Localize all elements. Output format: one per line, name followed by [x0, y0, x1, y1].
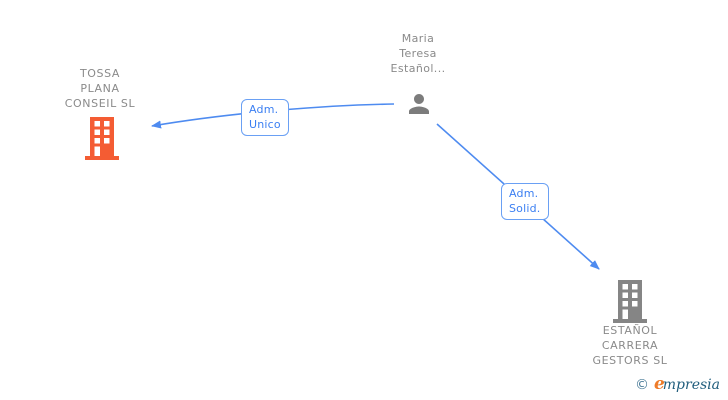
- copyright-icon: ©: [634, 377, 649, 393]
- empresia-logo[interactable]: © empresia: [635, 374, 720, 394]
- company-tossa-label[interactable]: TOSSA PLANA CONSEIL SL: [64, 67, 136, 110]
- edge-label-adm-solid: Adm. Solid.: [501, 183, 549, 220]
- brand-wordmark: empresia: [653, 374, 720, 394]
- company-estanol-label[interactable]: ESTAÑOL CARRERA GESTORS SL: [592, 324, 668, 367]
- person-icon[interactable]: [404, 89, 434, 119]
- person-node-label[interactable]: Maria Teresa Estañol...: [390, 32, 446, 75]
- company-tossa-building-icon[interactable]: [85, 117, 119, 160]
- company-estanol-building-icon[interactable]: [613, 280, 647, 323]
- edge-label-adm-unico: Adm. Unico: [241, 99, 289, 136]
